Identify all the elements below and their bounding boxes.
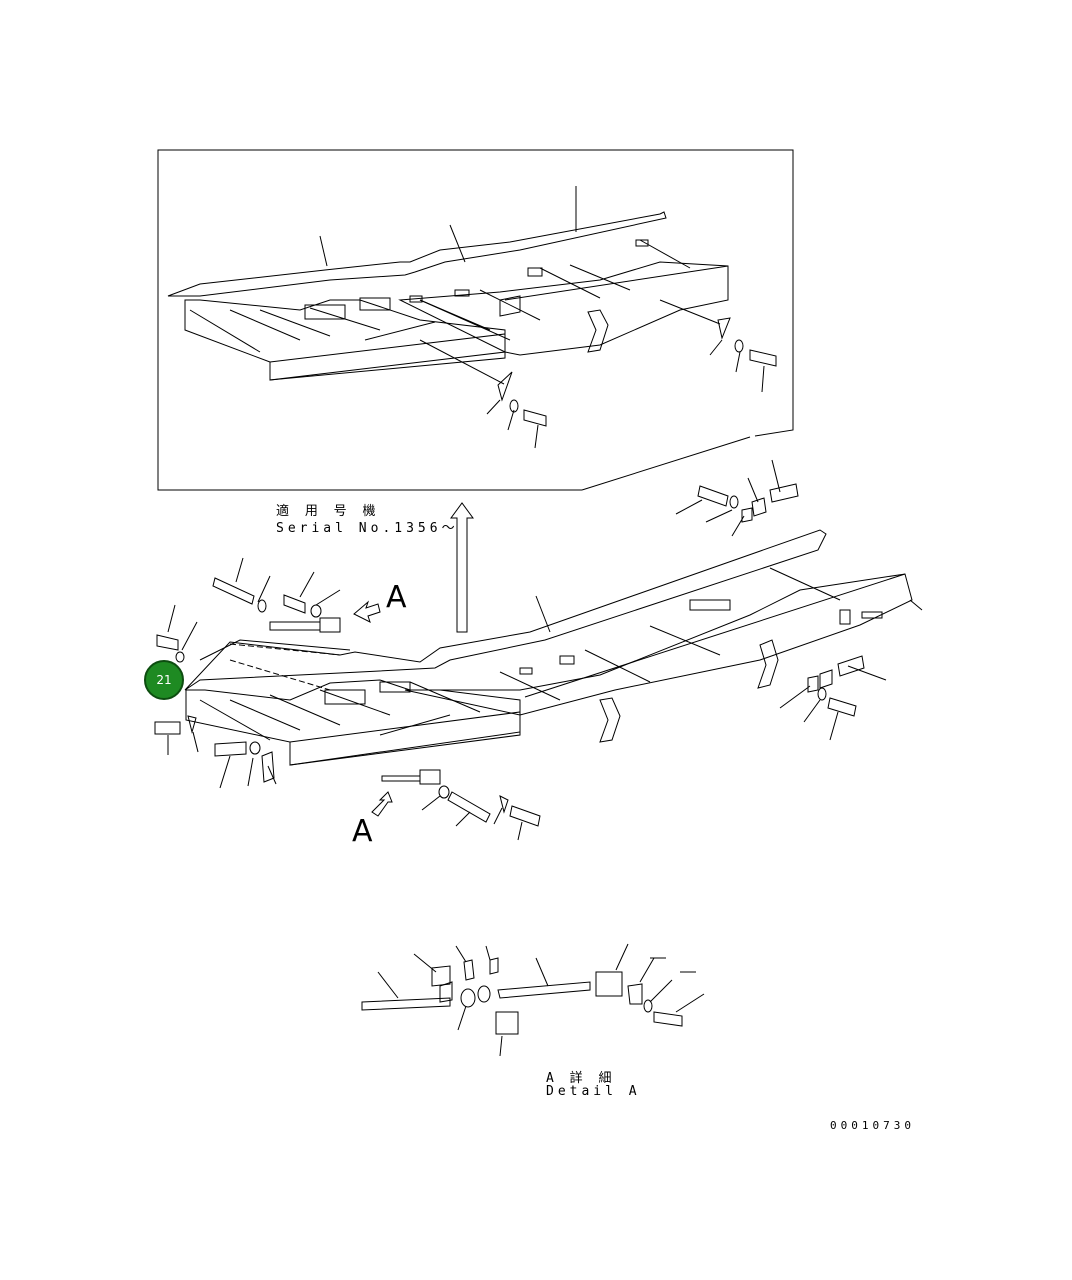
- callout-circle-icon[interactable]: 21: [144, 660, 184, 700]
- inset-frame: [157, 149, 794, 491]
- inset-frame-assembly: [167, 186, 777, 449]
- applicable-serial-jp: 適 用 号 機: [276, 504, 380, 519]
- view-mark-upper: A: [386, 580, 407, 615]
- detail-a-parts: [361, 943, 705, 1057]
- detail-title-en: Detail A: [546, 1084, 641, 1099]
- view-arrow-icon: [353, 600, 393, 817]
- main-frame-assembly: [149, 459, 923, 841]
- view-mark-lower: A: [352, 814, 373, 849]
- callout-number: 21: [156, 673, 172, 687]
- detail-title-jp: A 詳 細: [546, 1071, 616, 1086]
- applicable-serial-en: Serial No.1356〜: [276, 521, 459, 536]
- drawing-number: 00010730: [830, 1119, 915, 1132]
- up-arrow-icon: [450, 502, 474, 633]
